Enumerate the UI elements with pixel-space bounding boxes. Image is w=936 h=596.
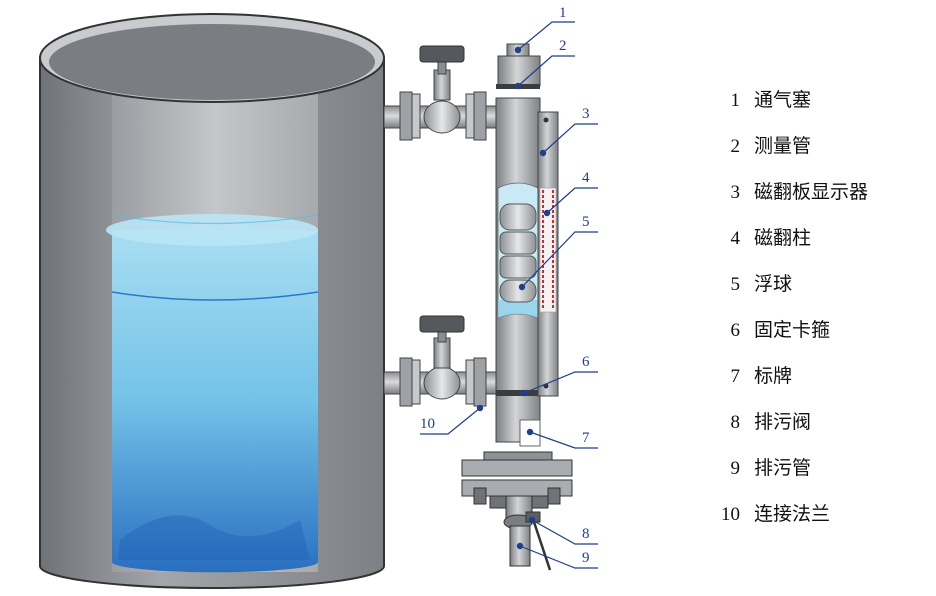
drain-assembly	[462, 452, 572, 570]
lower-connection	[384, 316, 496, 406]
callout-10: 10	[420, 405, 483, 434]
callout-num: 1	[559, 5, 567, 21]
callout-num: 2	[559, 38, 567, 54]
upper-connection	[384, 46, 496, 140]
callout-num: 9	[582, 550, 590, 566]
callout-num: 3	[582, 106, 590, 122]
callout-num: 7	[582, 430, 590, 446]
callout-num: 8	[582, 526, 590, 542]
callout-num: 10	[420, 416, 435, 432]
callout-num: 6	[582, 354, 590, 370]
callout-num: 4	[582, 170, 590, 186]
callout-num: 5	[582, 214, 590, 230]
float-ball	[500, 204, 536, 302]
tank-liquid	[106, 214, 318, 572]
